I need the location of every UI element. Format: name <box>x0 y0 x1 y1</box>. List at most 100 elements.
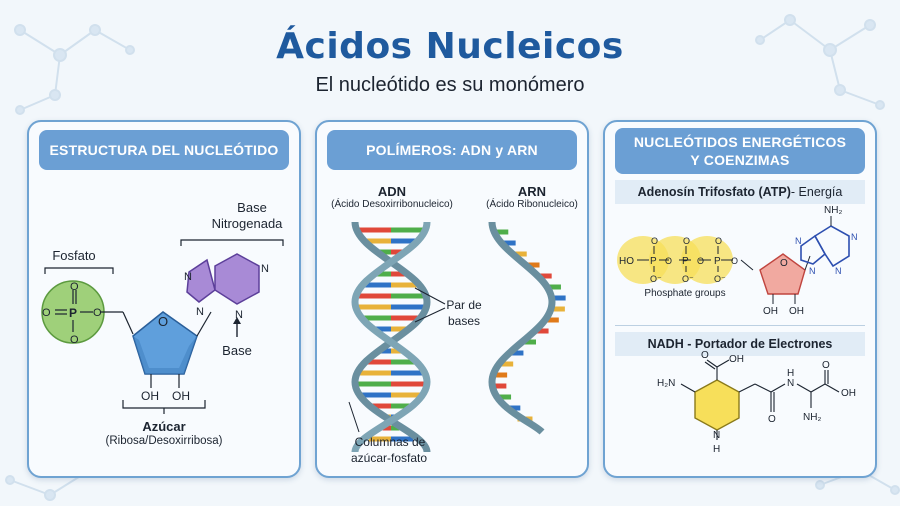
rna-base <box>511 251 527 257</box>
panel-heading-polymers: POLÍMEROS: ADN y ARN <box>327 130 577 170</box>
atp-top-o3: O <box>715 236 722 246</box>
dna-base-pair-half <box>391 282 420 288</box>
svg-text:N: N <box>235 309 243 321</box>
rna-base <box>508 350 524 356</box>
rna-base <box>496 394 512 400</box>
atp-p2: P <box>682 256 689 267</box>
dna-base-pair-half <box>355 304 391 310</box>
sugar-bracket <box>122 400 206 409</box>
svg-text:N: N <box>184 271 192 283</box>
dna-base-pair-half <box>355 381 391 387</box>
nadh-carboxyl-o1: O <box>701 350 709 361</box>
atp-adenine-n1: N <box>795 236 802 246</box>
sugar-sublabel: (Ribosa/Desoxirribosa) <box>105 435 223 447</box>
phosphate-groups-label: Phosphate groups <box>644 288 726 299</box>
nadh-amide-n: N <box>787 378 794 389</box>
rna-base <box>493 229 509 235</box>
nadh-ring-n: N <box>713 430 720 441</box>
phosphate-bracket <box>44 267 114 274</box>
svg-text:P: P <box>69 306 77 320</box>
nadh-amide-o: O <box>768 414 776 425</box>
atp-bridge-o2: O <box>697 256 704 266</box>
dna-base-pair-half <box>391 227 426 233</box>
atp-adenine-nh2: NH₂ <box>824 205 842 216</box>
page-subtitle: El nucleótido es su monómero <box>315 74 585 96</box>
dna-base-pair-half <box>391 381 427 387</box>
rna-base <box>498 361 514 367</box>
rna-backbone-strand <box>488 221 556 435</box>
dna-base-pair-half <box>364 238 391 244</box>
rna-base <box>491 383 507 389</box>
rna-base <box>549 306 565 312</box>
atp-ribose-ring <box>759 253 806 295</box>
phosphate-label: Fosfato <box>52 248 96 263</box>
dna-base-pair-half <box>378 348 391 354</box>
rna-base <box>492 372 508 378</box>
page-title: Ácidos Nucleicos <box>276 26 624 67</box>
nadh-title: NADH - Portador de Electrones <box>615 332 865 356</box>
panel-nucleotide-structure: ESTRUCTURA DEL NUCLEÓTIDO O O P O O O OH… <box>27 120 301 478</box>
panel-energy-coenzymes: NUCLEÓTIDOS ENERGÉTICOS Y COENZIMAS Aden… <box>603 120 877 478</box>
panel-heading-energy: NUCLEÓTIDOS ENERGÉTICOS Y COENZIMAS <box>615 128 865 174</box>
nadh-carboxyl-oh2: OH <box>841 388 856 399</box>
oh-right-label: OH <box>172 389 190 403</box>
base-purine-six-ring <box>214 253 260 305</box>
rna-base <box>521 339 536 345</box>
pair-label-line2: bases <box>447 314 481 328</box>
dna-base-pair-half <box>359 392 391 398</box>
sugar-ring-o: O <box>158 314 168 329</box>
atp-bottom-o2: O⁻ <box>682 274 694 284</box>
nadh-carboxyl-o2: O <box>822 360 830 371</box>
dna-base-pair-half <box>391 293 427 299</box>
atp-top-o1: O <box>651 236 658 246</box>
dna-base-pair-half <box>391 392 423 398</box>
dna-base-pair-half <box>369 403 391 409</box>
panel-heading-energy-line2: Y COENZIMAS <box>690 152 790 168</box>
rna-subtitle: (Ácido Ribonucleico) <box>486 199 578 210</box>
atp-bridge-o1: O <box>665 256 672 266</box>
dna-subtitle: (Ácido Desoxirribonucleico) <box>331 199 453 210</box>
dna-base-pair-half <box>373 326 391 332</box>
dna-base-pair-half <box>356 227 391 233</box>
rna-title: ARN <box>517 184 547 199</box>
dna-base-pair-half <box>391 403 413 409</box>
dna-base-pair-half <box>391 238 418 244</box>
svg-text:N: N <box>261 263 269 275</box>
atp-ribose-oh2: OH <box>789 306 804 317</box>
atp-bottom-o1: O⁻ <box>650 274 662 284</box>
dna-base-pair-half <box>391 271 408 277</box>
phosphate-o-left: O <box>42 307 51 319</box>
dna-base-pair-half <box>391 359 417 365</box>
nucleotide-diagram: O O P O O O OH OH N N N N <box>41 239 284 414</box>
atp-bridge-o3: O <box>731 256 738 266</box>
phosphate-o-bottom: O <box>70 334 79 346</box>
atp-title-bar: Adenosín Trifosfato (ATP) - Energía <box>615 180 865 204</box>
pair-label-line1: Par de <box>446 298 482 312</box>
rna-base <box>543 317 559 323</box>
atp-adenine-n2: N <box>851 232 858 242</box>
panel-polymers: POLÍMEROS: ADN y ARN ADN (Ácido Desoxirr… <box>315 120 589 478</box>
atp-ho: HO <box>619 256 634 267</box>
rna-base <box>550 295 566 301</box>
nadh-amide-h: H <box>787 368 794 379</box>
dna-base-pair-half <box>374 271 391 277</box>
atp-p1: P <box>650 256 657 267</box>
dna-base-pair-half <box>362 282 391 288</box>
oh-left-label: OH <box>141 389 159 403</box>
atp-ribose-oh1: OH <box>763 306 778 317</box>
dna-rna-helix-diagram <box>348 221 566 453</box>
dna-base-pair-half <box>361 315 391 321</box>
nadh-ring-h: H <box>713 444 720 455</box>
panel-heading-energy-line1: NUCLEÓTIDOS ENERGÉTICOS <box>633 134 847 150</box>
dna-base-pair-half <box>357 370 391 376</box>
nadh-nh2: NH₂ <box>803 412 821 423</box>
nadh-pyridine-ring <box>694 379 740 431</box>
base-purine-five-ring <box>186 258 216 303</box>
dna-base-pair-half <box>355 293 391 299</box>
atp-structure-diagram: HO P P P O O O O O O O⁻ O⁻ O⁻ O OH OH NH… <box>617 205 858 317</box>
dna-base-pair-half <box>365 359 391 365</box>
rna-base <box>545 284 561 290</box>
rna-base <box>533 328 549 334</box>
rna-base <box>524 262 540 268</box>
